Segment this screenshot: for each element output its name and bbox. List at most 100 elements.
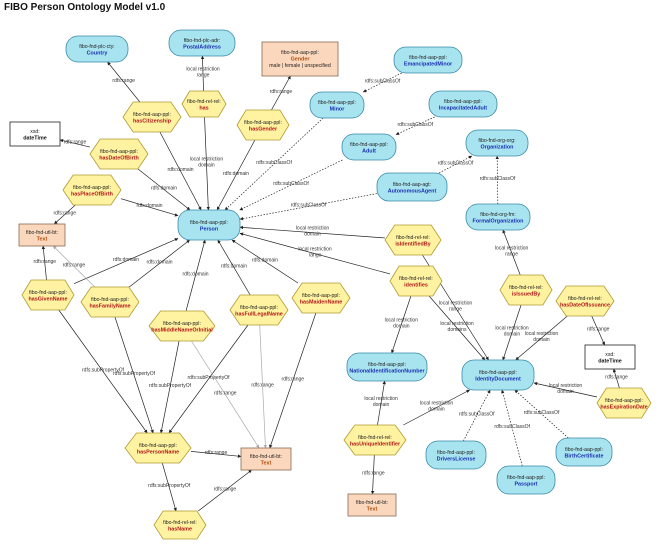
edge-hasGivenName-person: rdfs:domain (73, 238, 179, 285)
node-hasPersonName[interactable]: fibo-fnd-aap-ppl:hasPersonName (124, 432, 192, 464)
node-prefix: fibo-fnd-aap-ppl: (240, 305, 278, 311)
node-hasFamilyName[interactable]: fibo-fnd-aap-ppl:hasFamilyName (80, 286, 140, 318)
node-person[interactable]: fibo-fnd-aap-ppl:Person (177, 209, 241, 241)
edge-line (259, 324, 268, 449)
edge-label: rdfs:domain (252, 258, 278, 264)
node-prefix: fibo-fnd-rel-rel: (568, 296, 602, 302)
node-identifies[interactable]: fibo-fnd-rel-rel:identifies (389, 265, 443, 297)
node-label: Country (87, 51, 108, 57)
node-hasUniqueId[interactable]: fibo-fnd-rel-rel:hasUniqueIdentifier (343, 424, 407, 456)
node-hasMiddle[interactable]: fibo-fnd-aap-ppl:hasMiddleNameOrInitial (148, 310, 216, 342)
edge-line (239, 159, 343, 211)
node-formal[interactable]: fibo-fnd-org-fm:FormalOrganization (465, 203, 531, 231)
class-shape (393, 46, 463, 74)
literal-shape (18, 223, 66, 247)
edge-line (200, 55, 205, 92)
node-label: hasPlaceOfBirth (71, 192, 113, 198)
node-hasMaiden[interactable]: fibo-fnd-aap-ppl:hasMaidenName (291, 282, 351, 314)
datatype-shape (9, 121, 61, 147)
node-prefix: fibo-fnd-rel-rel: (396, 235, 430, 241)
edge-label: rdfs:range (205, 450, 228, 456)
node-hasDateOfBirth[interactable]: fibo-fnd-aap-ppl:hasDateOfBirth (89, 138, 149, 170)
node-org[interactable]: fibo-fnd-org-org:Organization (465, 129, 529, 157)
node-incap[interactable]: fibo-fnd-aap-ppl:IncapacitatedAdult (428, 90, 498, 118)
edge-passport-iddoc: rdfs:subClassOf (494, 389, 531, 467)
node-passport[interactable]: fibo-fnd-aap-ppl:Passport (496, 465, 556, 495)
property-shape (21, 279, 75, 311)
property-shape (596, 387, 652, 419)
edge-label: rdfs:range (362, 471, 385, 477)
edge-line (495, 155, 499, 205)
edge-hasPersonName-text2: rdfs:range (190, 450, 242, 458)
property-shape (124, 432, 192, 464)
edge-line (137, 168, 191, 211)
edge-line (107, 61, 141, 103)
node-dateTime2[interactable]: xsd:dateTime (584, 344, 636, 370)
edge-hasFamilyName-text1: rdfs:range (52, 245, 96, 288)
edge-label: rdfs:subClassOf (398, 122, 434, 128)
node-hasPlaceOfBirth[interactable]: fibo-fnd-aap-ppl:hasPlaceOfBirth (62, 174, 122, 206)
datatype-shape (584, 344, 636, 370)
node-adult[interactable]: fibo-fnd-aap-ppl:Adult (341, 133, 397, 161)
node-drivers[interactable]: fibo-fnd-aap-ppl:DriversLicense (425, 440, 487, 470)
edge-line (271, 75, 291, 111)
node-hasGender[interactable]: fibo-fnd-aap-ppl:hasGender (236, 109, 290, 141)
node-prefix: fibo-fnd-aap-ppl: (302, 293, 340, 299)
edge-hasGender-person: rdfs:domain (216, 139, 256, 211)
node-country[interactable]: fibo-fnd-plc-cty:Country (65, 35, 129, 63)
node-dateTime1[interactable]: xsd:dateTime (9, 121, 61, 147)
property-shape (343, 424, 407, 456)
node-iddoc[interactable]: fibo-fnd-aap-ppl:IdentityDocument (461, 359, 535, 391)
node-isIdentifiedBy[interactable]: fibo-fnd-rel-rel:isIdentifiedBy (384, 224, 442, 256)
node-hasDateOfIssuance[interactable]: fibo-fnd-rel-rel:hasDateOfIssuance (555, 285, 615, 317)
edge-hasCitizenship-country: rdfs:range (107, 61, 141, 103)
node-prefix: fibo-fnd-utl-bt: (356, 500, 388, 506)
node-isIssuedBy[interactable]: fibo-fnd-rel-rel:isIssuedBy (499, 274, 553, 306)
node-text2[interactable]: fibo-fnd-utl-bt:Text (240, 447, 292, 471)
node-text1[interactable]: fibo-fnd-utl-bt:Text (18, 223, 66, 247)
node-prefix: fibo-fnd-aap-ppl: (163, 321, 201, 327)
class-shape (341, 133, 397, 161)
class-shape (461, 359, 535, 391)
node-text3[interactable]: fibo-fnd-utl-bt:Text (347, 493, 397, 517)
edge-line (403, 389, 470, 426)
node-postal[interactable]: fibo-fnd-plc-adr:PostalAddress (168, 29, 236, 57)
node-hasFullLegal[interactable]: fibo-fnd-aap-ppl:hasFullLegalName (229, 294, 289, 326)
property-shape (148, 310, 216, 342)
node-minor[interactable]: fibo-fnd-aap-ppl:Minor (309, 91, 365, 119)
property-shape (62, 174, 122, 206)
edge-hasDateOfBirth-dateTime1: rdfs:range (59, 138, 91, 148)
edge-label: rdfs:range (112, 78, 135, 84)
edge-line (58, 309, 148, 434)
edge-label: rdfs:range (282, 377, 305, 383)
edge-line (41, 245, 47, 281)
node-hasName[interactable]: fibo-fnd-rel-rel:hasName (153, 510, 207, 540)
edge-label: rdfs:range (54, 211, 77, 217)
edge-label: rdfs:subClassOf (273, 181, 309, 187)
node-hasGivenName[interactable]: fibo-fnd-aap-ppl:hasGivenName (21, 279, 75, 311)
edge-line (204, 116, 210, 211)
class-shape (346, 352, 428, 382)
node-hasCitizenship[interactable]: fibo-fnd-aap-ppl:hasCitizenship (122, 101, 182, 133)
node-has[interactable]: fibo-fnd-rel-rel:has (181, 90, 227, 118)
node-prefix: fibo-fnd-aap-ppl: (318, 100, 356, 106)
node-hasExpiration[interactable]: fibo-fnd-aap-ppl:hasExpirationDate (596, 387, 652, 419)
property-shape (555, 285, 615, 317)
edge-hasFamilyName-person: rdfs:domain (129, 239, 190, 288)
node-emancipated[interactable]: fibo-fnd-aap-ppl:EmancipatedMinor (393, 46, 463, 74)
literal-shape (240, 447, 292, 471)
edge-hasCitizenship-person: rdfs:domain (159, 131, 202, 211)
node-birthcert[interactable]: fibo-fnd-aap-ppl:BirthCertificate (555, 437, 613, 467)
node-nin[interactable]: fibo-fnd-aap-ppl:NationalIdentificationN… (346, 352, 428, 382)
edge-label: rdfs:range (64, 140, 87, 146)
node-auto[interactable]: fibo-fnd-aap-agt:AutonomousAgent (376, 172, 448, 202)
edge-line (52, 245, 96, 288)
node-prefix: fibo-fnd-aap-ppl: (29, 290, 67, 296)
